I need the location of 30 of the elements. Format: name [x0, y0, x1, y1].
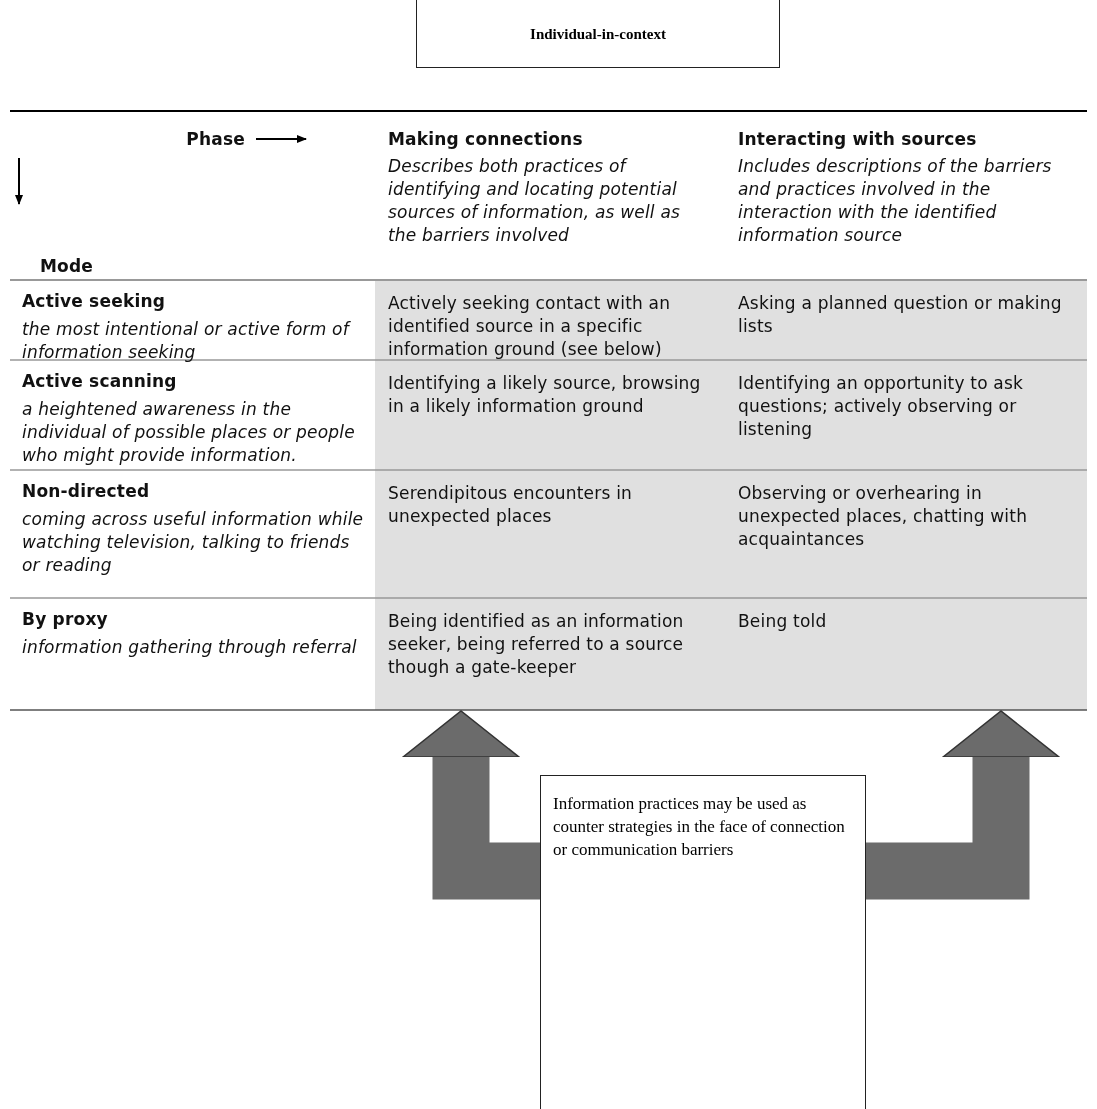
context-box	[416, 0, 780, 68]
table-cell-text: Actively seeking contact with an identified source in a specific information ground (see below)	[388, 292, 672, 361]
table-cell-text: Being identified as an information seeker, being referred to a source though a gate-keeper	[388, 610, 685, 679]
note-text: Individual-in-context	[529, 25, 667, 44]
shaded-column	[725, 281, 1087, 710]
block-arrow	[866, 710, 1060, 900]
note-box	[540, 775, 866, 1109]
row-heading: By proxy	[22, 608, 109, 631]
column-description: Describes both practices of identifying and locating potential sources of information, as well as the barriers involved	[388, 155, 682, 247]
block-arrow	[402, 710, 540, 900]
table-cell-text: Observing or overhearing in unexpected places, chatting with acquaintances	[738, 482, 1029, 551]
shaded-column	[375, 281, 725, 710]
table-cell-text: Identifying a likely source, browsing in a likely information ground	[388, 372, 702, 418]
row-heading: Active scanning	[22, 370, 178, 393]
row-heading: Active seeking	[22, 290, 167, 313]
table-cell-text: Identifying an opportunity to ask questions; actively observing or listening	[738, 372, 1025, 441]
table-cell-text: Serendipitous encounters in unexpected places	[388, 482, 634, 528]
column-heading: Phase	[185, 128, 245, 151]
table-cell-text: Being told	[738, 610, 828, 633]
row-description: the most intentional or active form of information seeking	[22, 318, 352, 364]
note-text: Information practices may be used as counter strategies in the face of connection or communication barriers	[553, 793, 846, 861]
table-cell-text: Asking a planned question or making lists	[738, 292, 1063, 338]
column-description: Includes descriptions of the barriers and practices involved in the interaction with the identified information source	[738, 155, 1053, 247]
column-heading: Interacting with sources	[738, 128, 978, 151]
row-description: coming across useful information while watching television, talking to friends or reading	[22, 508, 365, 577]
row-description: a heightened awareness in the individual of possible places or people who might provide information.	[22, 398, 356, 467]
row-description: information gathering through referral	[22, 636, 358, 659]
row-heading: Mode	[40, 255, 95, 278]
row-heading: Non-directed	[22, 480, 151, 503]
column-heading: Making connections	[388, 128, 584, 151]
